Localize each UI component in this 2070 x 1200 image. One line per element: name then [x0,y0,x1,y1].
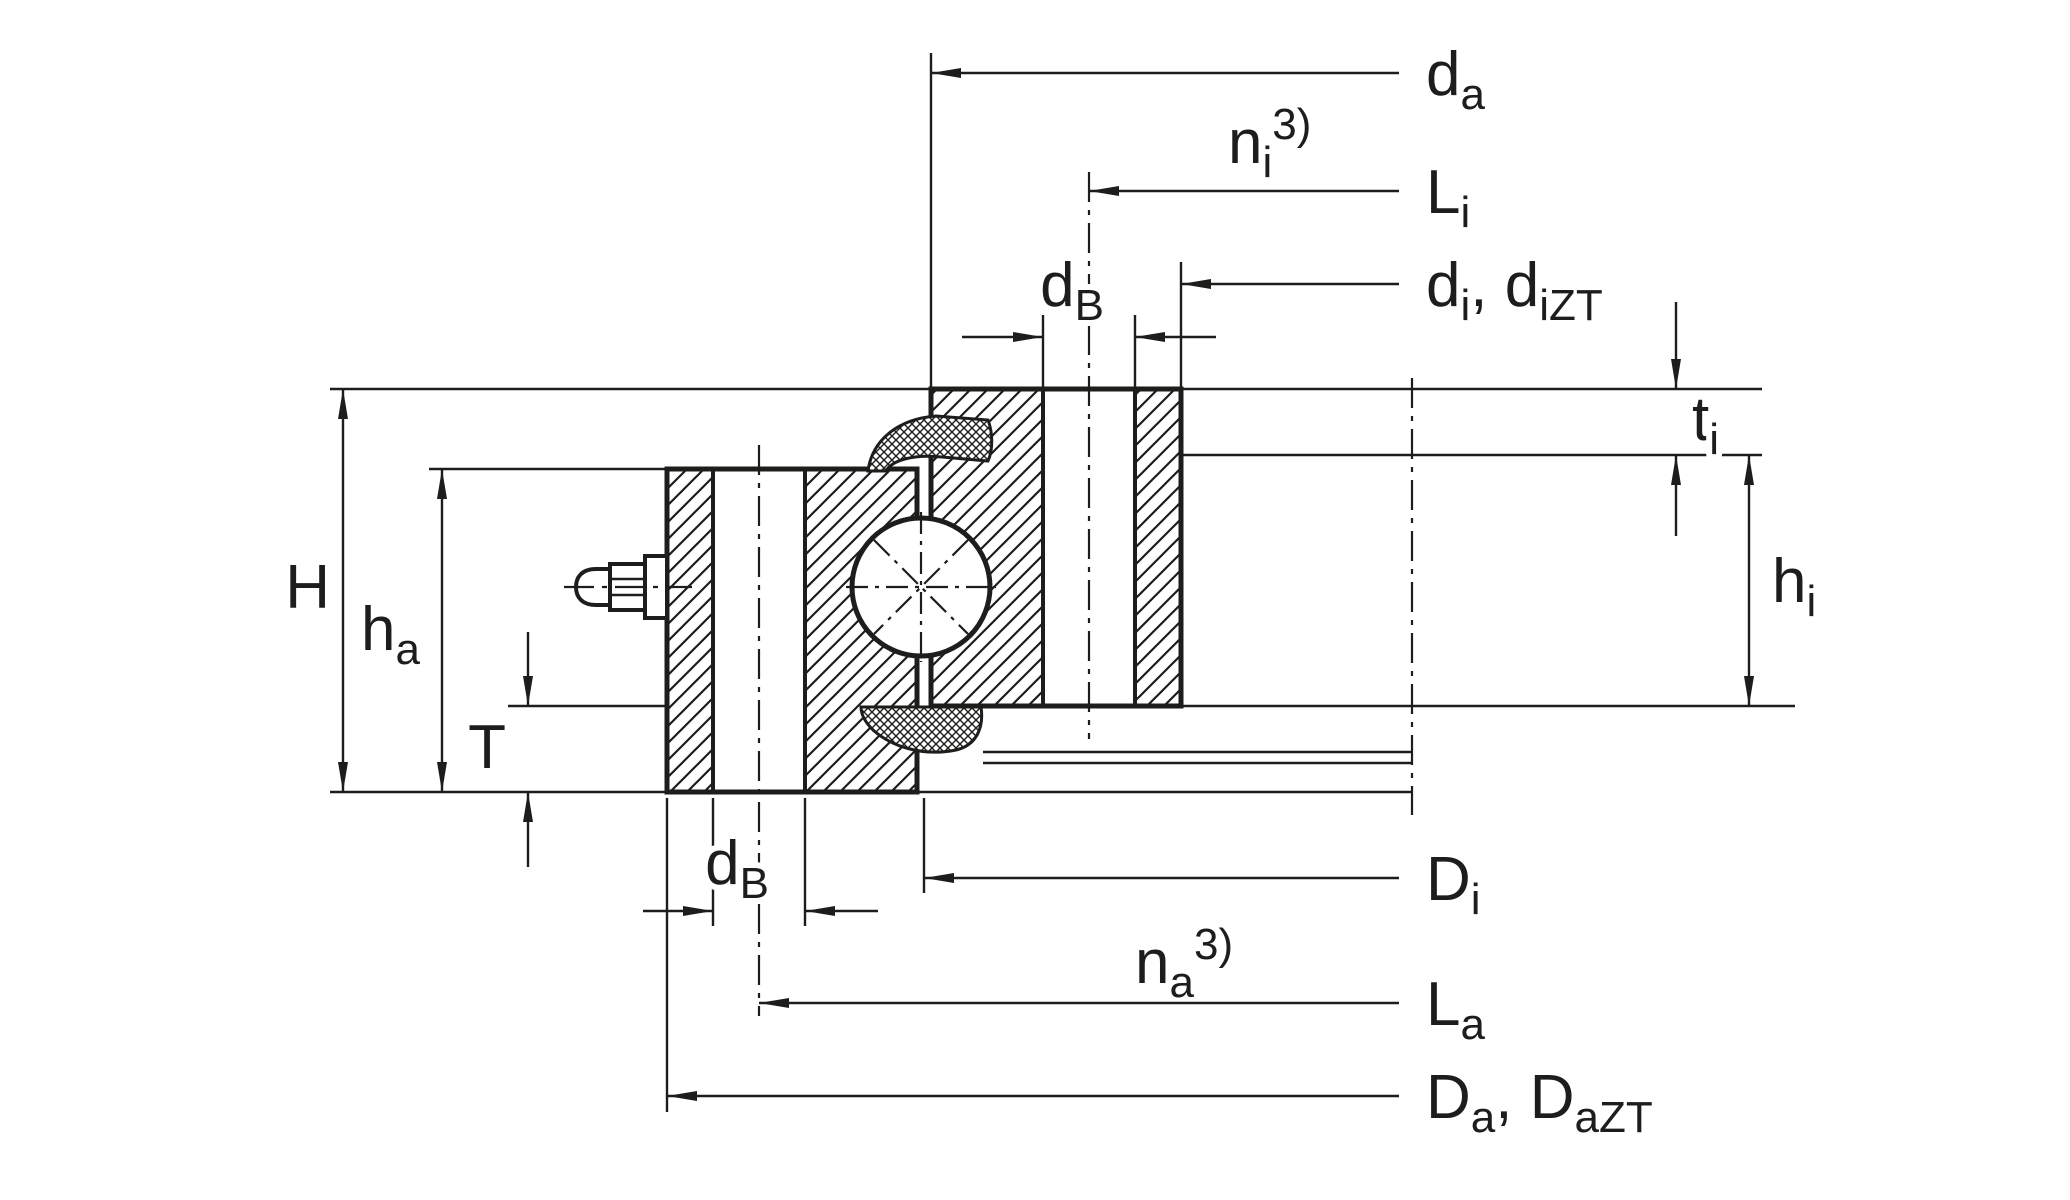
label-da: da [1426,40,1485,119]
label-dB-top: dB [1040,251,1104,330]
top-seal [866,414,994,473]
dimension-lines [338,68,1754,1101]
bottom-seal [859,705,984,754]
label-di-diZT: di, diZT [1426,251,1603,330]
label-ni-footnote: ni3) [1228,100,1311,187]
label-Di: Di [1426,845,1481,924]
label-Da-DaZT: Da, DaZT [1426,1063,1653,1142]
ball [846,512,996,662]
grease-nipple [564,554,692,620]
label-ti: ti [1692,385,1719,464]
label-T: T [468,713,506,782]
dimension-labels: da ni3) Li dB di, diZT ti hi H ha T dB D… [285,40,1816,1142]
adjacent-structure [330,378,1795,815]
outer-ring-hatch-left [667,469,713,792]
centerlines [757,172,1091,1016]
ball-contact-line-2 [873,539,969,635]
inner-ring-hatch-right [1135,389,1181,706]
label-dB-bottom: dB [705,829,769,908]
ball-contact-line-1 [873,539,969,635]
label-na-footnote: na3) [1135,920,1233,1007]
dimension-extensions [665,53,1183,1112]
label-ha: ha [361,595,420,674]
label-La: La [1426,970,1485,1049]
label-hi: hi [1772,547,1816,626]
label-H: H [285,553,330,622]
label-Li: Li [1426,158,1470,237]
